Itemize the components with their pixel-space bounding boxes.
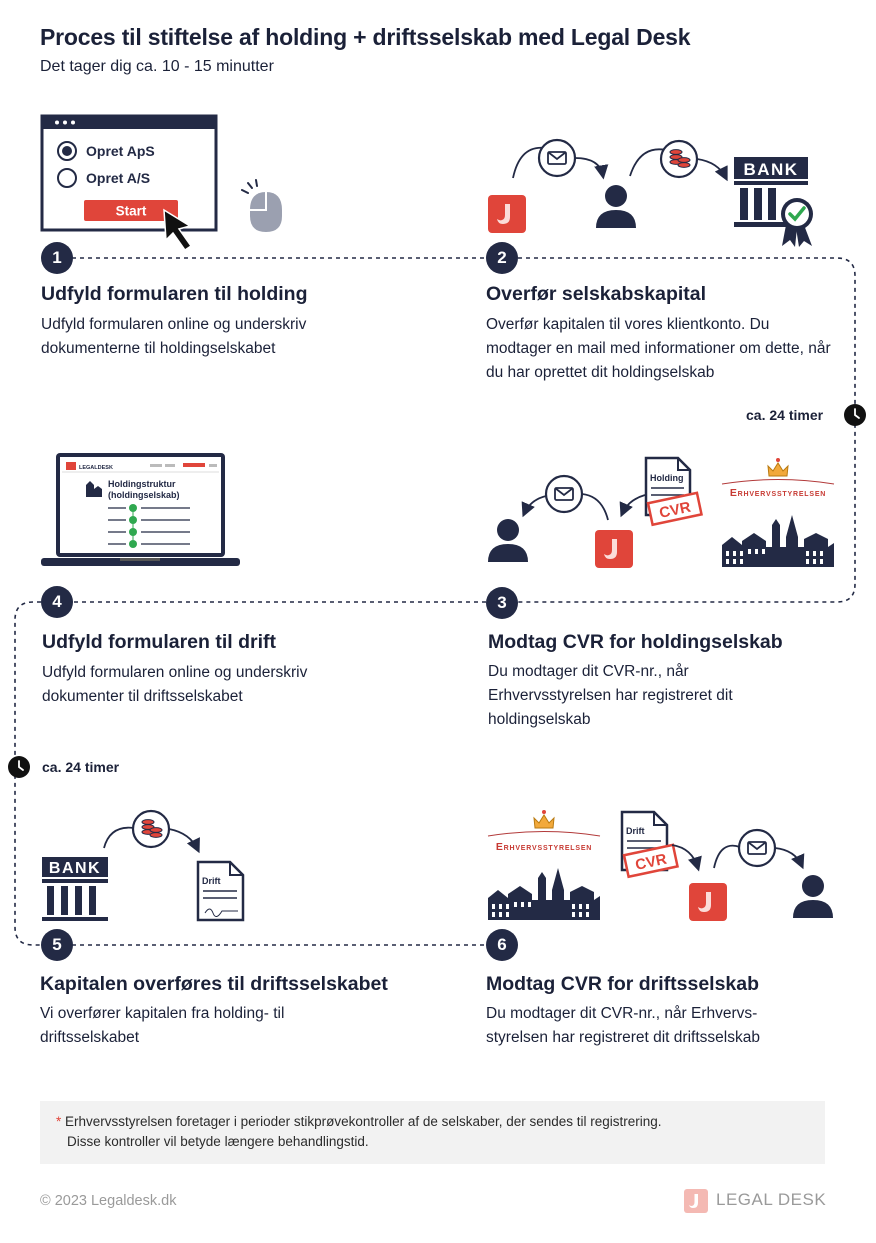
page-title: Proces til stiftelse af holding + drifts… [40,24,691,50]
step-title: Modtag CVR for holdingselskab [488,631,783,653]
legaldesk-logo-icon [689,883,727,921]
cvr-stamp-icon: CVR [622,843,679,879]
mail-icon [537,138,577,178]
svg-text:BANK: BANK [743,160,798,179]
step-badge: 6 [486,929,518,961]
step-badge: 2 [486,242,518,274]
city-skyline-icon [722,515,834,567]
step-badge: 4 [41,586,73,618]
step-badge: 1 [41,242,73,274]
svg-text:Erhvervsstyrelsen: Erhvervsstyrelsen [730,487,826,499]
step-title: Modtag CVR for driftsselskab [486,973,760,995]
step-text: Du modtager dit CVR-nr., når Erhvervs-st… [486,1005,760,1046]
step-badge: 3 [486,587,518,619]
mail-icon [737,828,777,868]
svg-text:CVR: CVR [658,499,693,522]
person-icon [488,519,528,562]
step-title: Udfyld formularen til drift [42,631,276,653]
laptop-icon: LEGALDESK Holdingstruktur(holdingselskab… [41,453,240,566]
form-option: Opret A/S [86,170,150,186]
step-text: Overfør kapitalen til vores klientkonto.… [486,316,831,381]
form-option: Opret ApS [86,143,155,159]
step-title: Overfør selskabskapital [486,283,707,305]
legaldesk-logo-icon [684,1189,708,1213]
svg-text:Drift: Drift [202,876,221,886]
crown-icon [533,809,555,829]
person-icon [793,875,833,918]
timer-label: ca. 24 timer [746,407,824,423]
asterisk: * [56,1114,62,1129]
step-text: Du modtager dit CVR-nr., når Erhvervssty… [488,663,733,728]
form-window-icon: Opret ApS Opret A/S Start [40,114,218,252]
clock-icon [8,756,30,778]
form-start-button: Start [116,204,147,219]
svg-text:Holding: Holding [650,473,684,483]
svg-text:Drift: Drift [626,826,645,836]
document-icon: Drift [196,860,245,922]
step-text: Udfyld formularen online og underskriv d… [41,316,307,357]
footer-brand: LEGAL DESK [716,1190,827,1209]
check-badge-icon [781,198,813,247]
step-badge: 5 [41,929,73,961]
legaldesk-logo-icon [595,530,633,568]
legaldesk-logo-icon [488,195,526,233]
mail-icon [544,474,584,514]
svg-text:CVR: CVR [634,851,669,874]
note-box: * Erhvervsstyrelsen foretager i perioder… [40,1101,825,1164]
step-text: Vi overfører kapitalen fra holding- til … [40,1005,285,1046]
svg-text:BANK: BANK [49,860,101,877]
timer-label: ca. 24 timer [42,759,120,775]
step-title: Udfyld formularen til holding [41,283,308,305]
mouse-icon [241,179,282,232]
crown-icon [767,457,789,477]
cursor-icon [163,208,193,252]
agency-logo: Erhvervsstyrelsen [487,809,601,853]
coins-icon [131,809,171,849]
bank-icon: BANK [734,157,808,227]
clock-icon [844,404,866,426]
copyright: © 2023 Legaldesk.dk [40,1193,177,1209]
person-icon [596,185,636,228]
svg-text:LEGALDESK: LEGALDESK [79,465,113,471]
coins-icon [659,139,699,179]
cvr-stamp-icon: CVR [646,491,703,527]
step-text: Udfyld formularen online og underskriv d… [42,664,308,705]
bank-icon: BANK [42,857,108,921]
page-subtitle: Det tager dig ca. 10 - 15 minutter [40,58,274,75]
note-line-2: Disse kontroller vil betyde længere beha… [67,1134,369,1149]
svg-text:Holdingstruktur(holdingselskab: Holdingstruktur(holdingselskab) [108,479,180,500]
note-line-1: Erhvervsstyrelsen foretager i perioder s… [65,1114,662,1129]
radio-icon [57,168,77,188]
agency-logo: Erhvervsstyrelsen [721,457,835,499]
city-skyline-icon [488,868,600,920]
step-title: Kapitalen overføres til driftsselskabet [40,973,388,995]
svg-text:Erhvervsstyrelsen: Erhvervsstyrelsen [496,841,592,853]
